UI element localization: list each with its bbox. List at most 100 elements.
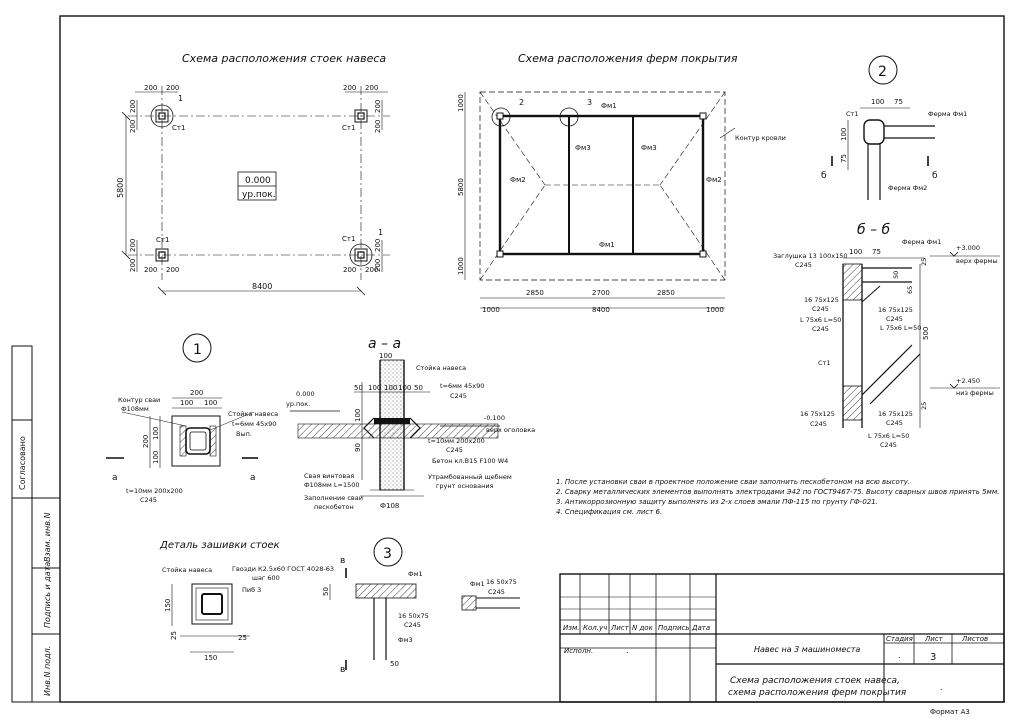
post-label: Ст1 (342, 235, 355, 243)
angle-steel: С245 (880, 441, 897, 449)
sheet-header: Лист (924, 635, 944, 643)
dim-75: 75 (872, 248, 881, 256)
post-dim: 200 (166, 84, 179, 92)
post-dim: 200 (129, 239, 137, 252)
concrete-label: Бетон кл.В15 F100 W4 (432, 457, 508, 465)
dim-8400: 8400 (592, 306, 610, 314)
agreed-label: Согласовано (18, 436, 27, 490)
inv-replace-label: Взам. инв.N (43, 513, 52, 562)
dim-25: 25 (170, 631, 178, 640)
section-bb-title: б – б (857, 222, 891, 238)
plate-label: 16 50х75 (486, 578, 517, 586)
truss-fm3-label: Фм3 (575, 144, 591, 152)
post-dim: 200 (365, 84, 378, 92)
sheet-number: 3 (930, 652, 936, 663)
title-block (559, 573, 1005, 703)
post-dim: 200 (166, 266, 179, 274)
post-dim: 200 (374, 120, 382, 133)
gusset-steel: С245 (810, 420, 827, 428)
post-label: Ст1 (156, 236, 169, 244)
truss-fm3-label: Фм3 (398, 636, 413, 644)
note-1: 1. После установки сваи в проектное поло… (556, 478, 910, 486)
truss-fm1-label: Фм1 (601, 102, 617, 110)
dim-100: 100 (354, 409, 362, 422)
dim-100: 100 (379, 352, 392, 360)
level2-value: -0.100 (484, 414, 505, 422)
level-top: +3.000 (956, 244, 980, 252)
post-label: Ст1 (342, 124, 355, 132)
ispoln-label: Исполн. (564, 647, 593, 655)
angle-label: L 75х6 L=50 (800, 316, 841, 324)
section-a-marker: а (250, 473, 256, 483)
dim-90: 90 (354, 443, 362, 452)
sheet-frame (11, 15, 1005, 703)
sign-date-label: Подпись и дата (43, 562, 52, 628)
dim-1000: 1000 (457, 94, 465, 112)
angle2-label: L 75х6 L=50 (880, 324, 921, 332)
dim-50: 50 (390, 660, 399, 668)
section-v-marker: в (340, 556, 345, 566)
plate-steel: С245 (446, 446, 463, 454)
fill-label-2: пескобетон (314, 503, 354, 511)
dim-50: 50 (414, 384, 423, 392)
weld-label: t=6мм 45х90 (440, 382, 484, 390)
callout-3: 3 (587, 98, 592, 107)
nails-label: Гвозди К2.5х60 ГОСТ 4028-63 (232, 565, 334, 573)
callout-1: 1 (178, 94, 183, 103)
callout-1: 1 (378, 228, 383, 237)
col-ndok: N док (632, 624, 654, 632)
post-dim: 200 (129, 120, 137, 133)
section-b-marker: б (821, 171, 827, 181)
dim-150: 150 (164, 599, 172, 612)
level-label: ур.пок. (286, 400, 310, 408)
dim-75: 75 (894, 98, 903, 106)
section-bb-detail (842, 251, 1000, 428)
col-data: Дата (691, 624, 710, 632)
pile-label: Свая винтовая (304, 472, 354, 480)
post-dim: 200 (374, 100, 382, 113)
section-aa-labels: а – а 100 Стойка навеса 50 100 100 100 5… (286, 336, 535, 511)
dim-100: 100 (180, 399, 193, 407)
col-podp: Подпись (658, 624, 690, 632)
gusset-label: 16 75х125 (804, 296, 839, 304)
level2-label: верх оголовка (486, 426, 535, 434)
post-dim: 200 (144, 84, 157, 92)
org-dot: . (940, 683, 943, 692)
post-label: Стойка навеса (162, 566, 212, 574)
drawing-title-2: схема расположения ферм покрытия (728, 688, 907, 698)
truss-fm1-label: Фм1 (408, 570, 423, 578)
node-3-labels: 3 в в Фм1 50 16 50х75 С245 Фм3 50 Фм1 16… (322, 546, 517, 675)
node-2-detail (831, 55, 935, 200)
dim-200: 200 (142, 435, 150, 448)
nail-step-label: шаг 600 (252, 574, 280, 582)
dim-75: 75 (840, 154, 848, 163)
callout-1-large: 1 (193, 342, 202, 358)
dim-50: 50 (354, 384, 363, 392)
post-dim: 200 (343, 266, 356, 274)
sheets-header: Листов (961, 635, 988, 643)
dim-100: 100 (384, 384, 397, 392)
angle-steel: С245 (812, 325, 829, 333)
dim-2850: 2850 (657, 289, 675, 297)
dim-100: 100 (152, 427, 160, 440)
dim-2700: 2700 (592, 289, 610, 297)
level-mid-label: низ фермы (956, 389, 994, 397)
pile-outline-label: Контур сваи (118, 396, 160, 404)
weld-steel: С245 (450, 392, 467, 400)
dim-100: 100 (849, 248, 862, 256)
ispoln-dot: . (626, 646, 629, 655)
inv-orig-label: Инв.N подл. (43, 646, 52, 696)
post-label: Стойка навеса (416, 364, 466, 372)
callout-2: 2 (519, 98, 524, 107)
col-izm: Изм. (563, 624, 579, 632)
node-3-detail (329, 537, 520, 670)
gusset-steel: С245 (886, 315, 903, 323)
note-2: 2. Сварку металлических элементов выполн… (556, 488, 999, 496)
project-name: Навес на 3 машиноместа (754, 645, 860, 654)
posts-layout-labels: 200 200 200 200 200 200 200 200 200 200 … (116, 84, 383, 291)
board-label: Пиб 3 (242, 586, 261, 594)
drawing-title-1: Схема расположения стоек навеса, (730, 676, 900, 686)
level-label: ур.пок. (242, 190, 276, 200)
gusset-steel: С245 (812, 305, 829, 313)
sheathing-detail (171, 583, 250, 653)
